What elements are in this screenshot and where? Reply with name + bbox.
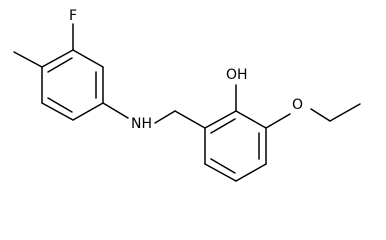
bond-ring1-nh — [102, 102, 129, 119]
bond-ch2-ring2 — [174, 110, 206, 129]
bond-ring2-e — [204, 163, 237, 182]
bond-ring2-e-inner — [210, 158, 236, 174]
bond-methyl — [13, 51, 43, 68]
ether-oxygen-label: O — [292, 97, 303, 113]
fluoromethylphenyl-ring — [41, 49, 104, 121]
bond-nh-ch2 — [154, 110, 176, 124]
bond-ring2-b — [235, 110, 267, 129]
bond-ring2-o — [265, 113, 291, 129]
hydroxyl-label: OH — [226, 67, 248, 83]
bond-o-ch2 — [310, 108, 331, 122]
bond-ring1-d — [41, 102, 74, 121]
bond-ring1-f-inner — [47, 57, 73, 73]
ethoxyphenol-ring — [204, 110, 267, 182]
bond-ring1-a — [72, 49, 104, 68]
bond-ring2-d — [235, 163, 267, 182]
structural-formula: F NH OH O — [13, 8, 361, 182]
bond-ring1-d-inner — [47, 97, 73, 113]
bond-ring2-a — [204, 110, 237, 129]
bond-ring1-c — [72, 102, 104, 121]
bond-ring2-a-inner — [210, 118, 236, 134]
bond-ethyl — [329, 103, 361, 122]
bond-ring1-f — [41, 49, 74, 68]
fluorine-label: F — [69, 8, 77, 24]
amine-label: NH — [131, 116, 152, 132]
